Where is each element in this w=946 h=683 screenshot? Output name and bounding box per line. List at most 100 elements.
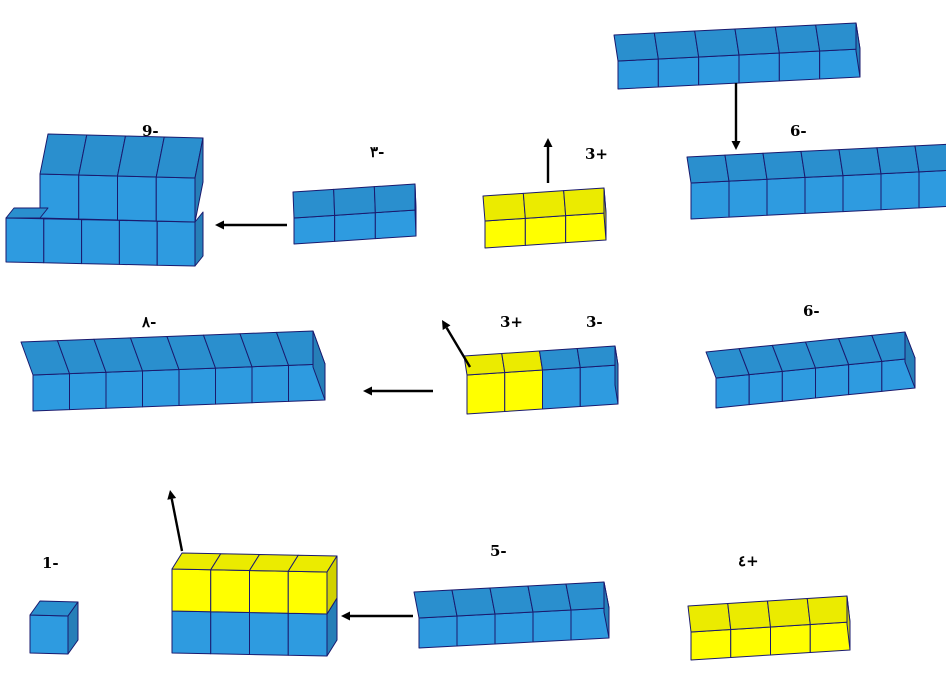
cube-front-face (43, 218, 83, 265)
cube-front-face (249, 612, 289, 656)
cube-front-face (570, 607, 610, 641)
cube-front-face (748, 370, 783, 406)
minus6-mid-bar (705, 331, 916, 409)
cube-top-face (724, 152, 768, 182)
minus6-top-bar (686, 143, 946, 220)
cube-side-face (194, 137, 204, 223)
cube-front-face (848, 360, 883, 396)
nine-block-left-top (5, 207, 49, 219)
cube-top-face (501, 350, 543, 373)
arrow-up-plus3 (543, 138, 553, 183)
cube-front-face (249, 570, 289, 614)
cube-top-face (613, 32, 659, 62)
arrow-shaft (445, 327, 472, 368)
cube-front-face (178, 367, 216, 406)
cube-top-face (576, 345, 619, 368)
cube-top-face (914, 143, 946, 173)
cube-front-face (579, 364, 619, 407)
cube-side-face (414, 183, 417, 237)
cube-front-face (334, 212, 376, 242)
cube-front-face (466, 372, 506, 415)
cube-front-face (730, 626, 771, 658)
cube-top-face (539, 348, 581, 371)
label-minus6-top: 6- (790, 122, 807, 140)
two-layer-block-top (171, 552, 338, 615)
cube-top-face (774, 24, 821, 54)
cube-front-face (287, 570, 328, 615)
cube-front-face (484, 217, 526, 249)
arrow-head (442, 320, 451, 331)
cube-front-face (690, 629, 732, 661)
cube-side-face (67, 601, 79, 655)
nine-block-upper (39, 133, 204, 223)
cube-front-face (770, 624, 811, 656)
cube-front-face (880, 171, 920, 211)
cube-front-face (715, 374, 750, 409)
cube-front-face (698, 54, 740, 86)
cube-top-face (463, 353, 506, 376)
cube-front-face (728, 178, 768, 218)
cube-front-face (171, 610, 212, 655)
cube-top-face (838, 147, 882, 177)
cube-front-face (842, 173, 882, 213)
cube-front-face (293, 214, 336, 245)
minus3-bar (292, 183, 417, 245)
cube-front-face (215, 366, 253, 405)
cube-top-face (522, 190, 567, 219)
five-bar (413, 581, 610, 649)
bars-layer (5, 22, 946, 661)
cube-front-face (781, 367, 816, 402)
label-plus4-arabic: ٤+ (738, 552, 759, 570)
arrow-left-to-two-layer (341, 611, 413, 621)
mixed-bar (463, 345, 619, 415)
cube-front-face (565, 212, 607, 244)
arrow-head (731, 141, 741, 150)
cube-front-face (374, 209, 417, 240)
label-minus5: 5- (490, 542, 507, 560)
nine-block-lower (5, 217, 196, 267)
cube-top-face (800, 149, 844, 178)
cube-front-face (456, 613, 496, 647)
cube-front-face (171, 568, 212, 613)
arrow-head (543, 138, 553, 147)
cube-front-face (690, 180, 730, 220)
cube-front-face (32, 373, 70, 412)
cube-front-face (494, 611, 534, 645)
cube-top-face (413, 589, 458, 619)
cube-top-face (806, 595, 851, 625)
plus3-yellow-bar (482, 187, 607, 249)
arrow-head (363, 386, 372, 396)
cube-top-face (653, 30, 700, 60)
cube-front-face (155, 176, 196, 223)
arrow-down-top (731, 83, 741, 150)
cube-side-face (855, 22, 861, 78)
cube-top-face (767, 598, 811, 628)
cube-top-face (727, 600, 771, 630)
cube-front-face (918, 170, 946, 209)
label-plus3-mid: 3+ (500, 313, 524, 331)
cube-front-face (105, 370, 143, 409)
label-minus1: 1- (42, 554, 59, 572)
cube-side-face (194, 211, 204, 267)
cube-front-face (118, 219, 158, 266)
label-minus3-mid: 3- (586, 313, 603, 331)
cube-front-face (766, 176, 806, 216)
arrow-head (341, 611, 350, 621)
cube-top-face (694, 28, 740, 58)
cube-front-face (117, 175, 157, 222)
cube-side-face (846, 595, 851, 651)
cube-top-face (292, 188, 336, 219)
cube-front-face (809, 621, 851, 653)
cube-front-face (504, 369, 543, 412)
arrow-left-to-nine (215, 220, 287, 230)
cube-front-face (81, 219, 120, 265)
cube-front-face (532, 609, 572, 643)
cube-top-face (815, 22, 861, 52)
cube-front-face (78, 174, 118, 221)
cube-top-face (565, 581, 610, 611)
label-plus3-top: 3+ (585, 145, 609, 163)
cube-front-face (617, 58, 659, 90)
cube-side-face (312, 330, 326, 401)
cube-front-face (142, 369, 180, 408)
